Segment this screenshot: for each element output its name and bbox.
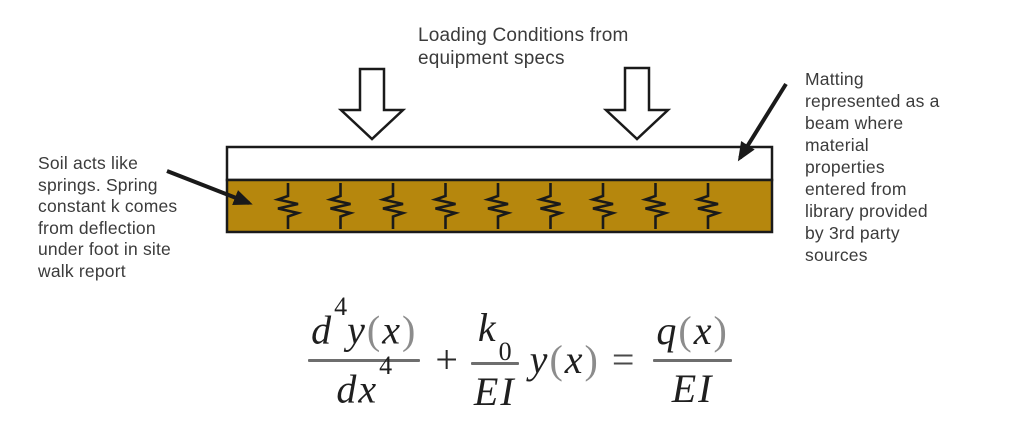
equation-denominator: EI xyxy=(669,365,717,412)
fraction-bar xyxy=(470,361,519,365)
beam-on-elastic-foundation-equation: d4y(x) dx4 + k0 EI y(x) = q(x) EI xyxy=(250,292,790,424)
label-line: constant k comes xyxy=(38,196,178,216)
eq-token: 0 xyxy=(498,336,512,366)
soil-annotation-label: Soil acts like springs. Spring constant … xyxy=(38,153,177,282)
label-line: springs. Spring xyxy=(38,174,158,195)
label-line: Matting xyxy=(805,69,864,89)
eq-token: y xyxy=(529,336,550,382)
equation-numerator: d4y(x) xyxy=(308,292,420,353)
label-line: under foot in site xyxy=(38,239,171,259)
label-line: sources xyxy=(805,245,868,265)
equation-numerator: k0 xyxy=(475,304,515,366)
label-line: entered from xyxy=(805,179,907,199)
beam-top-layer xyxy=(225,145,774,182)
label-line: represented as a xyxy=(805,91,940,111)
eq-token: ) xyxy=(402,307,418,353)
eq-token: x xyxy=(693,307,714,353)
eq-token: q xyxy=(656,307,679,353)
eq-token: d xyxy=(311,307,334,353)
eq-token: k xyxy=(477,304,498,350)
eq-token: ( xyxy=(366,307,383,353)
label-line: from deflection xyxy=(38,217,156,238)
load-arrow-down-icon xyxy=(337,67,407,141)
eq-token: ) xyxy=(584,336,600,382)
plus-operator: + xyxy=(435,336,460,382)
equals-operator: = xyxy=(611,336,637,382)
equation-denominator: EI xyxy=(471,368,519,415)
equation-derivative-term: d4y(x) dx4 xyxy=(303,292,425,412)
eq-token: d xyxy=(336,365,359,411)
label-line: beam where xyxy=(805,113,904,133)
matting-annotation-label: Matting represented as a beam where mate… xyxy=(805,68,940,266)
label-line: equipment specs xyxy=(418,48,565,69)
label-line: library provided xyxy=(805,201,928,221)
fraction-bar xyxy=(308,358,421,362)
eq-token: ( xyxy=(678,307,694,353)
fraction-bar xyxy=(653,358,732,362)
label-line: material xyxy=(805,135,869,155)
eq-token: 4 xyxy=(379,350,393,380)
eq-token: x xyxy=(382,307,403,353)
equation-denominator: dx4 xyxy=(333,351,395,412)
equation-stiffness-term: k0 EI xyxy=(466,304,524,415)
label-line: walk report xyxy=(38,260,126,281)
equation-load-term: q(x) EI xyxy=(648,307,736,412)
equation-deflection-function: y(x) xyxy=(530,336,600,383)
soil-annotation-arrow-icon xyxy=(166,169,253,205)
load-arrow-down-icon xyxy=(602,66,672,141)
matting-annotation-arrow-icon xyxy=(737,82,788,162)
eq-token: EI xyxy=(473,368,516,414)
eq-token: x xyxy=(564,336,585,382)
eq-token: x xyxy=(358,365,379,411)
eq-token: 4 xyxy=(334,292,348,322)
label-line: by 3rd party xyxy=(805,223,900,243)
label-line: Loading Conditions from xyxy=(418,25,629,46)
equation-numerator: q(x) xyxy=(653,307,731,354)
eq-token: ) xyxy=(713,307,729,353)
eq-token: ( xyxy=(549,336,565,382)
eq-token: y xyxy=(347,307,367,353)
label-line: properties xyxy=(805,157,885,177)
loading-conditions-label: Loading Conditions from equipment specs xyxy=(418,24,629,70)
label-line: Soil acts like xyxy=(38,153,139,173)
eq-token: EI xyxy=(671,365,714,411)
